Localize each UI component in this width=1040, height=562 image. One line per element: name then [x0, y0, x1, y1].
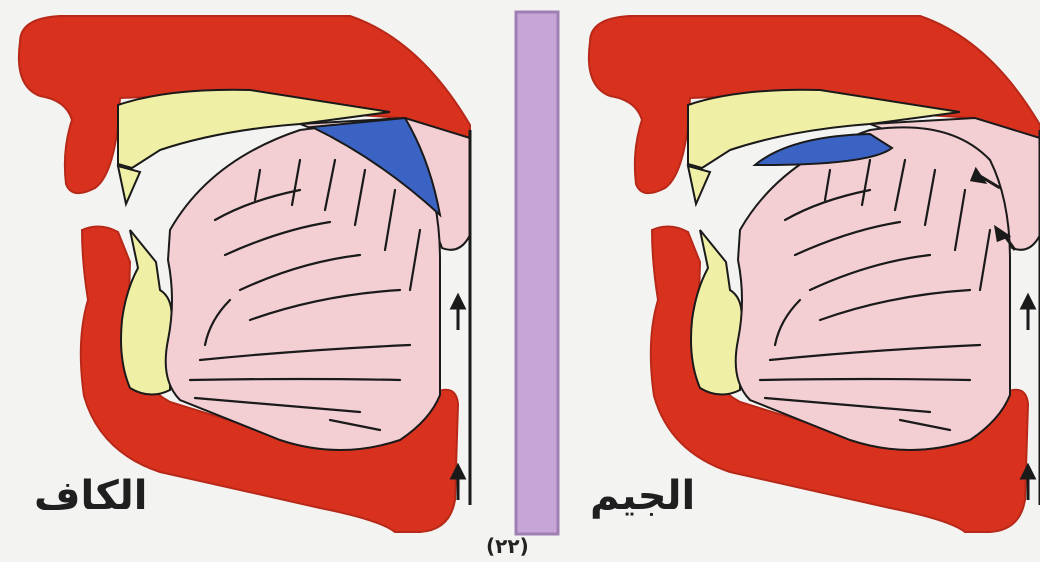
divider-bar [516, 12, 558, 534]
page-number: (٢٢) [486, 534, 529, 558]
label-kaf: الكاف [34, 476, 147, 516]
label-jim: الجيم [590, 476, 695, 516]
diagram-kaf [19, 16, 470, 532]
diagram-jim [589, 16, 1040, 532]
